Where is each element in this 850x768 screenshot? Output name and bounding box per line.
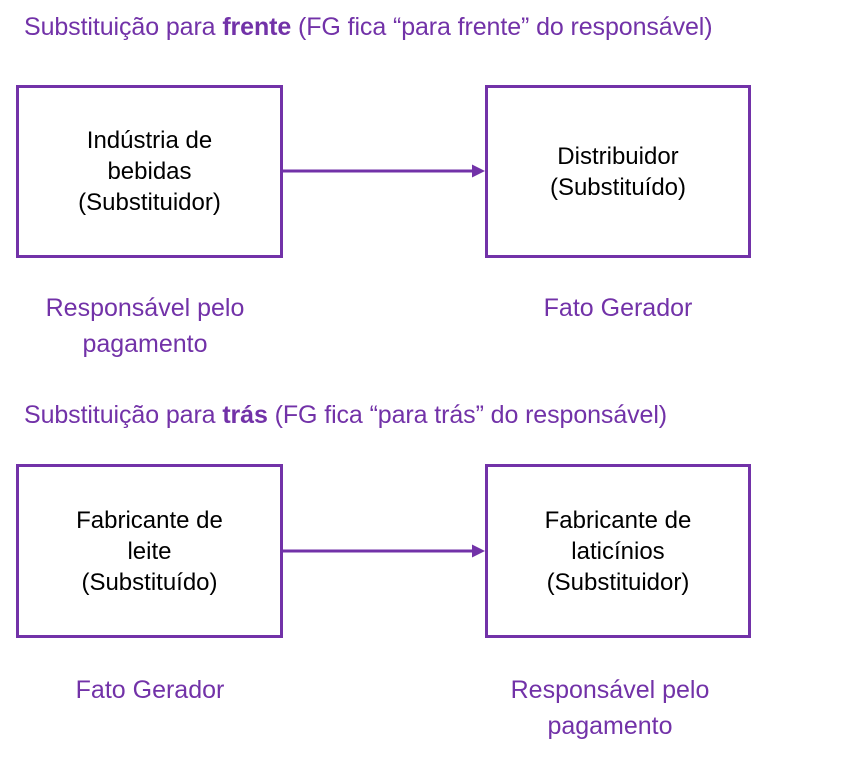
node-box-distribuidor-label: Distribuidor (Substituído) xyxy=(549,142,687,201)
section-title-frente-suffix: (FG fica “para frente” do responsável) xyxy=(291,13,713,41)
section-title-tras-prefix: Substituição para xyxy=(24,401,223,429)
node-box-industria-label: Indústria de bebidas (Substituidor) xyxy=(78,127,221,216)
caption-responsavel-pelo-pagamento-frente: Responsável pelo pagamento xyxy=(45,294,245,358)
arrow-right-icon-frente xyxy=(283,164,485,178)
node-box-fabricante-laticinios-label: Fabricante de laticínios (Substituidor) xyxy=(544,506,692,596)
section-title-tras-suffix: (FG fica “para trás” do responsável) xyxy=(267,401,668,429)
section-title-frente-emphasis: frente xyxy=(222,13,292,41)
caption-fato-gerador-frente: Fato Gerador xyxy=(543,294,693,322)
caption-responsavel-pelo-pagamento-tras: Responsável pelo pagamento xyxy=(510,676,710,740)
caption-fato-gerador-tras: Fato Gerador xyxy=(75,676,225,704)
section-title-frente-prefix: Substituição para xyxy=(24,13,223,41)
node-box-industria-de-bebidas: Indústria de bebidas (Substituidor) xyxy=(16,85,283,258)
section-title-tras: Substituição para trás (FG fica “para tr… xyxy=(24,400,667,430)
node-box-fabricante-de-leite: Fabricante de leite (Substituído) xyxy=(16,464,283,638)
arrow-right-icon-tras xyxy=(283,544,485,558)
section-title-frente: Substituição para frente (FG fica “para … xyxy=(24,12,713,42)
node-box-fabricante-de-laticinios: Fabricante de laticínios (Substituidor) xyxy=(485,464,751,638)
section-title-tras-emphasis: trás xyxy=(222,401,268,429)
node-box-distribuidor: Distribuidor (Substituído) xyxy=(485,85,751,258)
node-box-fabricante-leite-label: Fabricante de leite (Substituído) xyxy=(76,506,223,596)
